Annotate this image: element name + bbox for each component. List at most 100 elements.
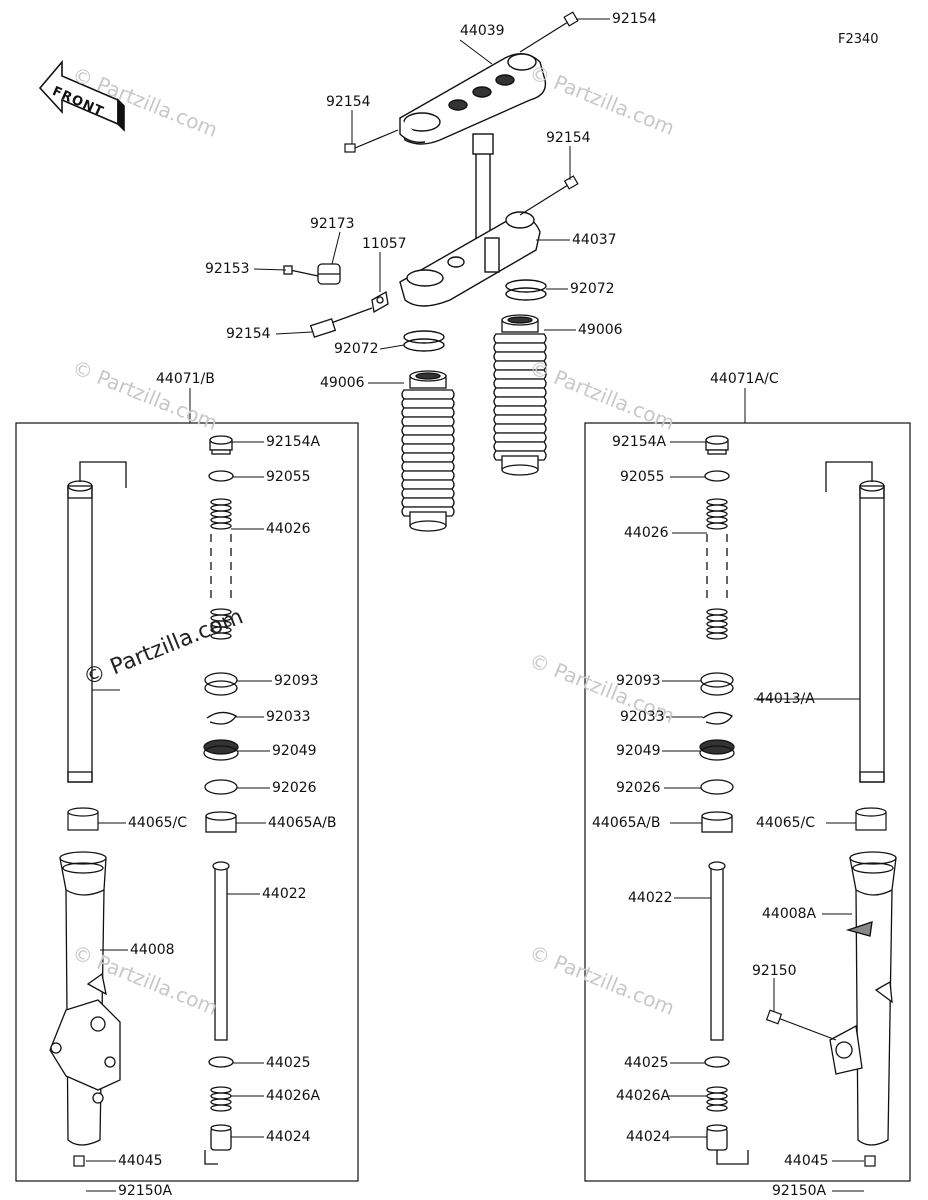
label-92072-right: 92072 [570,281,615,297]
label-92154-right: 92154 [546,130,591,146]
label-92154A-left: 92154A [266,434,321,450]
label-44026A-left: 44026A [266,1088,321,1104]
fork-boot-49006-left [401,370,455,532]
fork-boot-49006-right [493,314,547,476]
spring-44026A-left [210,1086,232,1112]
label-92033-left: 92033 [266,709,311,725]
label-11057: 11057 [362,236,407,252]
figure-code: F2340 [838,32,879,47]
label-44065C-right: 44065/C [756,815,816,831]
label-92055-right: 92055 [620,469,665,485]
ring-44025-right [704,1056,730,1068]
label-44025-right: 44025 [624,1055,669,1071]
bolt-92153 [283,265,319,277]
label-44024-left: 44024 [266,1129,311,1145]
label-44008A-right: 44008A [762,906,817,922]
clamp-92173 [317,263,341,285]
label-92150A-left: 92150A [118,1183,173,1199]
label-44026-right: 44026 [624,525,669,541]
bolt-92154-top [519,11,579,53]
clamp-92072-mid [403,330,445,352]
label-44045-left: 44045 [118,1153,163,1169]
upper-bracket-44039 [399,53,547,145]
inner-tube-right [825,461,885,783]
spring-44026-right [706,498,728,640]
seal-92093-left [204,672,238,696]
label-44008-left: 44008 [130,942,175,958]
label-44065AB-left: 44065A/B [268,815,337,831]
label-92049-left: 92049 [272,743,317,759]
spring-44026A-right [706,1086,728,1112]
label-92093-left: 92093 [274,673,319,689]
bolt-92150A-right [864,1155,876,1167]
label-44039: 44039 [460,23,505,39]
seal-92049-right [699,739,735,761]
ring-44025-left [208,1056,234,1068]
bushing-44065AB-right [701,811,733,833]
piece-44024-right [706,1124,749,1165]
label-44045-right: 44045 [784,1153,829,1169]
label-92154-low: 92154 [226,326,271,342]
bolt-92150A-left [73,1155,85,1167]
label-92150A-right: 92150A [772,1183,827,1199]
label-92153: 92153 [205,261,250,277]
oring-92055-right [704,470,730,482]
right-fork-box [584,422,911,1182]
label-44071AC: 44071A/C [710,371,779,387]
label-92150-right: 92150 [752,963,797,979]
bushing-44065AB-left [205,811,237,833]
washer-92026-left [204,779,238,795]
clip-92033-left [206,711,237,725]
label-92026-left: 92026 [272,780,317,796]
bolt-92154-left [344,129,399,153]
label-44026-left: 44026 [266,521,311,537]
label-92072-mid: 92072 [334,341,379,357]
label-92033-right: 92033 [620,709,665,725]
label-44022-left: 44022 [262,886,307,902]
oring-92055-left [208,470,234,482]
label-92093-right: 92093 [616,673,661,689]
label-92154A-right: 92154A [612,434,667,450]
seal-92049-left [203,739,239,761]
label-49006-left: 49006 [320,375,365,391]
front-arrow-icon [38,59,125,132]
stem-bracket-44037 [399,133,541,307]
bolt-92150-right [765,1009,837,1041]
plate-11057 [371,290,389,314]
label-92055-left: 92055 [266,469,311,485]
label-44024-right: 44024 [626,1129,671,1145]
label-49006-right: 49006 [578,322,623,338]
label-44065C-left: 44065/C [128,815,188,831]
spring-44026-left [210,498,232,640]
left-fork-box [15,422,359,1182]
washer-92026-right [700,779,734,795]
label-44071B: 44071/B [156,371,215,387]
label-44022-right: 44022 [628,890,673,906]
clip-92033-right [702,711,733,725]
label-44037: 44037 [572,232,617,248]
damper-rod-44022-left [212,861,230,1041]
bushing-44065-right [855,807,887,831]
piece-44024-left [204,1124,232,1165]
label-92026-right: 92026 [616,780,661,796]
damper-rod-44022-right [708,861,726,1041]
cap-bolt-92154A-right [705,435,729,455]
label-44026A-right: 44026A [616,1088,671,1104]
bushing-44065-left [67,807,99,831]
label-92154-top: 92154 [612,11,657,27]
outer-tube-left [49,851,121,1146]
label-44025-left: 44025 [266,1055,311,1071]
label-44065AB-right: 44065A/B [592,815,661,831]
label-44013A-right: 44013/A [756,691,815,707]
label-92173: 92173 [310,216,355,232]
bolt-92154-low [309,307,373,338]
seal-92093-right [700,672,734,696]
label-92049-right: 92049 [616,743,661,759]
clamp-92072-right [505,279,547,301]
bolt-92154-right [519,175,579,216]
inner-tube-left [67,461,127,783]
label-92154-left: 92154 [326,94,371,110]
outer-tube-right [829,851,897,1146]
